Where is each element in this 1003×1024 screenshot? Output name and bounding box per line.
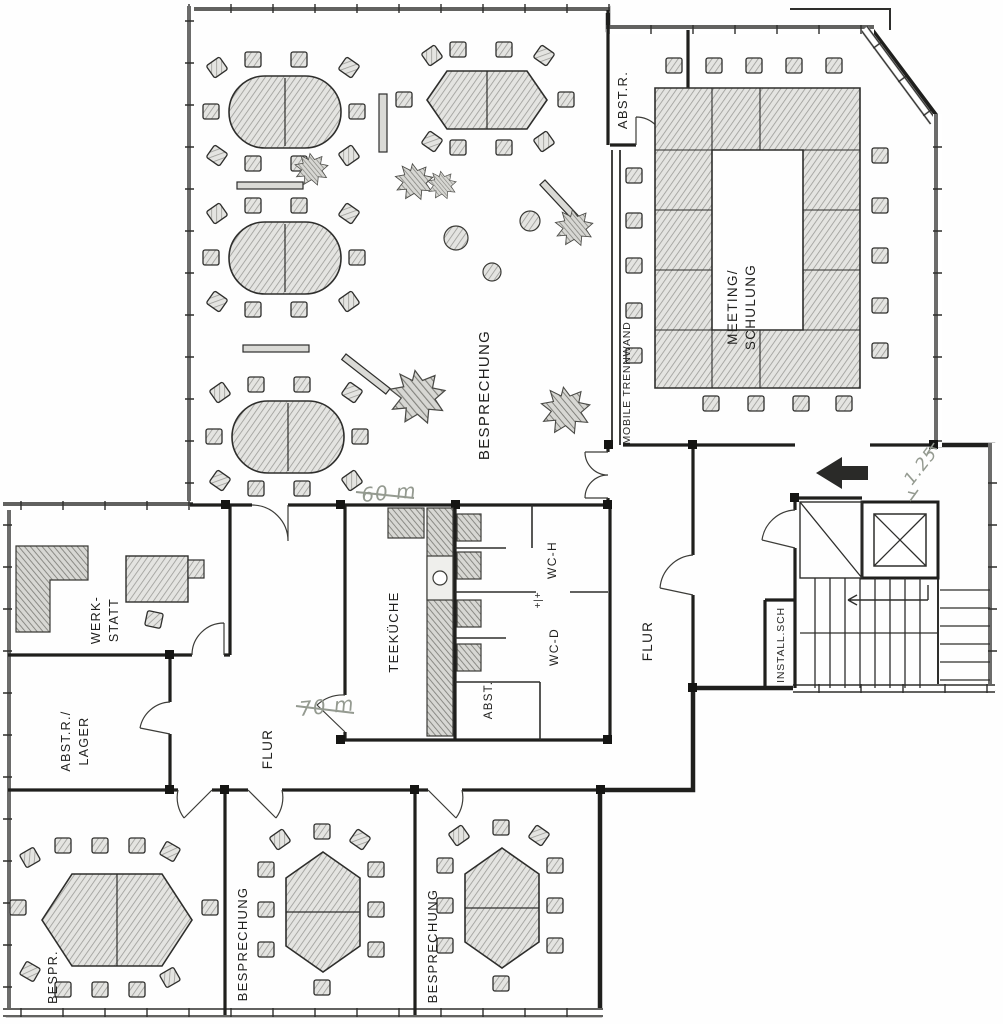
interior-walls: [8, 10, 939, 1015]
window-band-bottom: [3, 1008, 603, 1017]
label-teekueche: TEEKÜCHE: [386, 591, 401, 672]
entrance-arrow: [816, 457, 868, 489]
window-band-top: [186, 4, 610, 13]
label-meeting-line1: MEETING/: [725, 269, 740, 345]
label-flur-left: FLUR: [260, 729, 275, 769]
bottom-rooms-furniture: [9, 819, 564, 998]
service-rooms-furniture: [15, 507, 482, 737]
pillars: [165, 440, 938, 794]
label-wc-h: WC-H: [545, 541, 559, 579]
label-wc-mark: +|+: [533, 592, 544, 609]
label-wc-d: WC-D: [547, 628, 561, 666]
label-werkstatt-line2: STATT: [107, 598, 121, 642]
window-band-diagonal: [860, 25, 937, 125]
label-meeting-line2: SCHULUNG: [743, 264, 758, 350]
label-werkstatt-line1: WERK-: [89, 596, 103, 644]
mobile-partition-wall: [611, 150, 621, 445]
label-abst-small: ABST.: [483, 681, 495, 719]
label-besprechung-main: BESPRECHUNG: [476, 330, 493, 460]
stair-core: [799, 457, 990, 688]
label-flur-right: FLUR: [640, 621, 655, 661]
annotation-70m: 70 m: [298, 691, 356, 721]
window-band-right-meeting: [933, 114, 942, 447]
label-mobile-trennwand: MOBILE TRENNWAND: [621, 321, 633, 444]
label-abstr-top: ABST.R.: [615, 71, 630, 129]
label-besprechung-mid: BESPRECHUNG: [235, 887, 250, 1002]
label-bespr-small: BESPR.: [46, 950, 60, 1004]
window-band-left-hall: [185, 6, 194, 507]
label-abstr-lager-line1: ABST.R./: [59, 710, 73, 771]
label-abstr-lager-line2: LAGER: [77, 717, 91, 766]
plants: [294, 153, 594, 434]
label-install-sch: INSTALL.SCH: [775, 607, 787, 683]
window-band-right-stairs: [988, 443, 997, 690]
hall-furniture: [202, 41, 594, 497]
window-band-top-meeting: [606, 25, 874, 34]
window-bands: [3, 4, 997, 1017]
window-band-mid-left: [3, 501, 193, 510]
room-labels: BESPRECHUNG ABST.R. MEETING/ SCHULUNG MO…: [46, 71, 787, 1004]
meeting-room-furniture: [625, 57, 889, 412]
window-band-left-lower: [3, 503, 12, 1017]
label-besprechung-right: BESPRECHUNG: [425, 889, 440, 1004]
window-band-bottom-stairs: [793, 684, 995, 693]
annotation-125: 1.25: [900, 444, 942, 489]
